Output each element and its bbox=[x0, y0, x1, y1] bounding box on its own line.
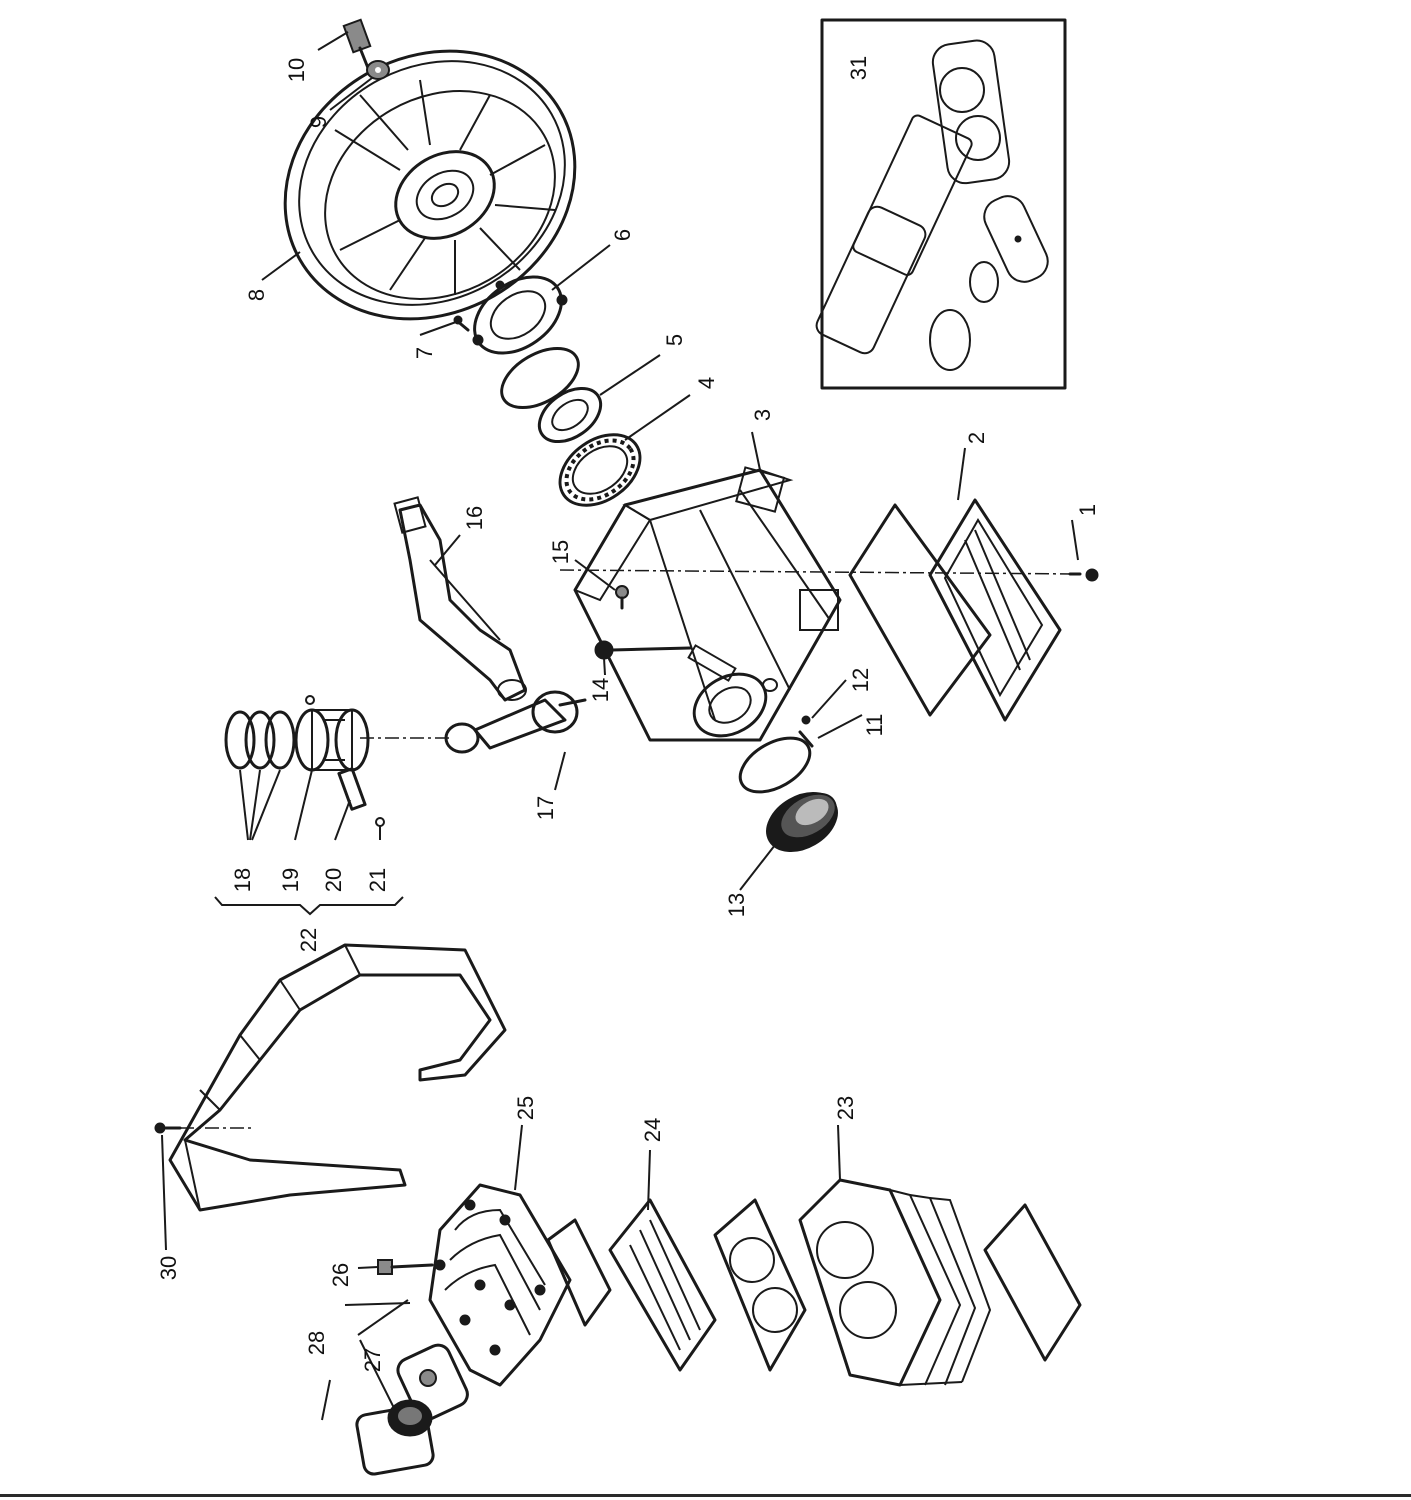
cylinder bbox=[798, 1178, 992, 1387]
circlip-top bbox=[305, 695, 315, 705]
ball-bearing bbox=[558, 433, 642, 507]
connecting-rod bbox=[444, 690, 587, 754]
leader-lines bbox=[161, 31, 1079, 1421]
circlip bbox=[375, 817, 385, 827]
callout-17: 17 bbox=[533, 796, 558, 820]
crankcase bbox=[573, 466, 842, 742]
callout-18: 18 bbox=[230, 868, 255, 892]
oil-sight-glass bbox=[766, 792, 838, 852]
piston bbox=[294, 708, 370, 772]
cover-o-ring bbox=[500, 346, 580, 410]
piston-rings bbox=[224, 710, 296, 770]
callout-27: 27 bbox=[360, 1348, 385, 1372]
callout-14: 14 bbox=[588, 678, 613, 702]
callout-6: 6 bbox=[610, 229, 635, 241]
filter-adapter bbox=[396, 1343, 469, 1421]
belt-guard bbox=[168, 943, 507, 1212]
air-filter bbox=[355, 1399, 435, 1476]
oil-seal bbox=[537, 386, 603, 444]
pulley-bolt bbox=[342, 18, 372, 70]
callout-19: 19 bbox=[278, 868, 303, 892]
callout-1: 1 bbox=[1075, 504, 1100, 516]
bearing-cover bbox=[472, 275, 568, 355]
callout-24: 24 bbox=[640, 1118, 665, 1142]
callout-5: 5 bbox=[662, 334, 687, 346]
callout-28: 28 bbox=[304, 1331, 329, 1355]
crankcase-bolt bbox=[594, 640, 692, 660]
callout-23: 23 bbox=[833, 1096, 858, 1120]
bottom-screw bbox=[1068, 568, 1099, 582]
head-gasket bbox=[546, 1218, 612, 1327]
cylinder-gasket bbox=[713, 1198, 807, 1372]
callout-11: 11 bbox=[862, 714, 887, 737]
callout-labels: 1 2 3 4 5 6 7 8 9 10 11 12 13 14 15 16 1… bbox=[156, 56, 1100, 1372]
bottom-cover-plate bbox=[928, 498, 1062, 722]
piston-pin bbox=[337, 767, 367, 811]
drain-screw bbox=[798, 715, 814, 748]
piston-group-bracket bbox=[214, 896, 404, 916]
cylinder-head bbox=[428, 1183, 572, 1387]
flywheel-pulley bbox=[283, 49, 577, 321]
guard-screw bbox=[154, 1122, 182, 1134]
callout-8: 8 bbox=[244, 289, 269, 301]
head-bolt bbox=[377, 1259, 434, 1275]
callout-31: 31 bbox=[846, 56, 871, 80]
callout-16: 16 bbox=[462, 506, 487, 530]
callout-25: 25 bbox=[513, 1096, 538, 1120]
callout-13: 13 bbox=[724, 893, 749, 917]
callout-21: 21 bbox=[365, 868, 390, 892]
cylinder-base-gasket bbox=[983, 1203, 1082, 1362]
callout-10: 10 bbox=[284, 58, 309, 82]
callout-12: 12 bbox=[848, 668, 873, 692]
bottom-border bbox=[0, 1494, 1411, 1497]
breather bbox=[615, 585, 629, 610]
callout-3: 3 bbox=[750, 409, 775, 421]
callout-22: 22 bbox=[296, 928, 321, 952]
callout-30: 30 bbox=[156, 1256, 181, 1280]
bottom-gasket bbox=[848, 503, 992, 717]
callout-26: 26 bbox=[328, 1263, 353, 1287]
callout-2: 2 bbox=[964, 432, 989, 444]
gasket-kit-box bbox=[815, 18, 1067, 390]
callout-9: 9 bbox=[306, 116, 331, 128]
sight-glass-o-ring bbox=[738, 736, 812, 794]
callout-7: 7 bbox=[412, 347, 437, 359]
pulley-washer bbox=[366, 60, 390, 80]
callout-20: 20 bbox=[321, 868, 346, 892]
crankshaft bbox=[393, 496, 527, 702]
valve-plate bbox=[608, 1198, 717, 1372]
callout-15: 15 bbox=[548, 540, 573, 564]
callout-4: 4 bbox=[694, 377, 719, 389]
